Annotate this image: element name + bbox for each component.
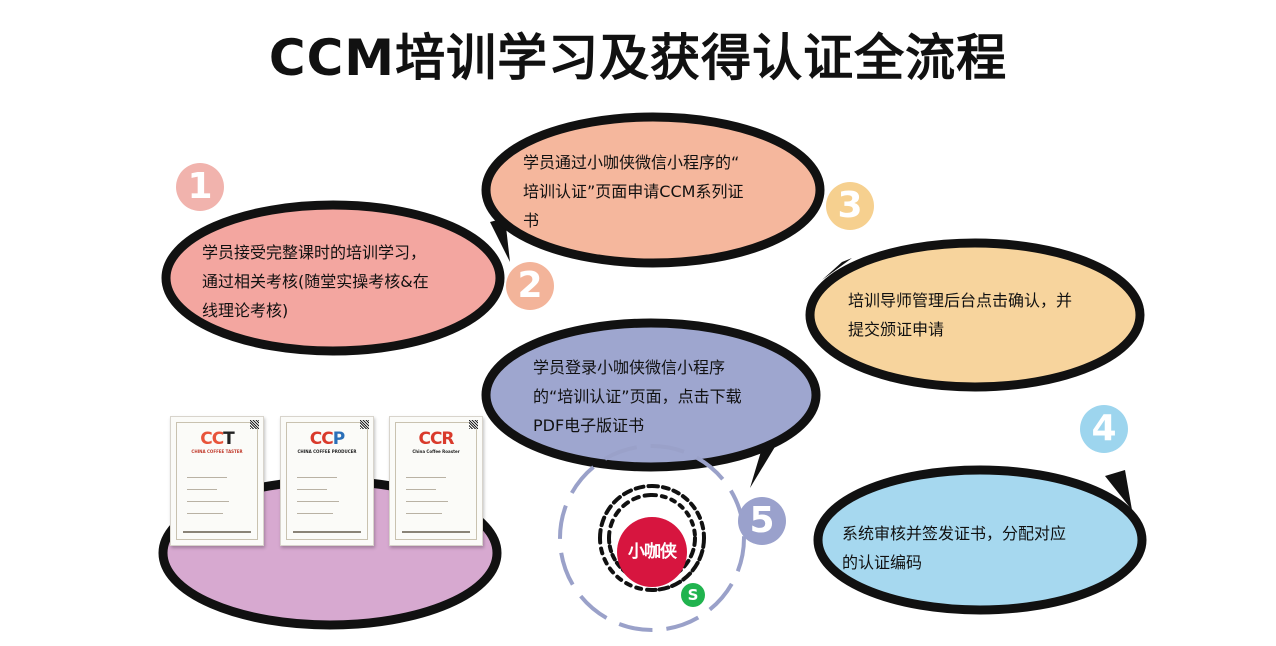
step-number-2: 2 [506,262,554,310]
certificate-cct: CCT CHINA COFFEE TASTER [170,416,264,546]
step-text-4: 系统审核并签发证书，分配对应 的认证编码 [842,524,1067,572]
bubble-3-tail [822,258,852,280]
certificate-ccp: CCP CHINA COFFEE PRODUCER [280,416,374,546]
cert-logo-main: CC [309,429,334,449]
step-number-4: 4 [1080,405,1128,453]
cert-logo-main: CC [200,429,224,449]
cert-subtitle: CHINA COFFEE PRODUCER [297,449,357,454]
bubble-5 [481,318,821,472]
certificate-ccr: CCR China Coffee Roaster [389,416,483,546]
step-number-5: 5 [738,497,786,545]
cert-qr-icon [250,420,259,429]
step-number-3: 3 [826,182,874,230]
bubble-1 [161,200,505,356]
step-number-1: 1 [176,163,224,211]
cert-qr-icon [469,420,478,429]
bubble-2 [481,112,825,268]
step-text-5: 学员登录小咖侠微信小程序 的“培训认证”页面，点击下载 PDF电子版证书 [533,358,742,435]
cert-logo-end: R [441,429,454,449]
cert-qr-icon [360,420,369,429]
cert-subtitle: CHINA COFFEE TASTER [191,449,243,454]
mini-program-ring [558,444,746,632]
step-text-2: 学员通过小咖侠微信小程序的“ 培训认证”页面申请CCM系列证 书 [523,153,744,230]
cert-subtitle: China Coffee Roaster [412,449,460,454]
bubble-3 [805,238,1145,392]
bubble-4-tail [1105,470,1132,510]
cert-logo-end: P [332,429,346,449]
wechat-mini-program-icon: S [681,583,705,607]
cert-logo-main: CC [418,429,442,449]
step-text-3: 培训导师管理后台点击确认，并 提交颁证申请 [848,291,1073,339]
page-title: CCM培训学习及获得认证全流程 [268,29,1008,87]
bubble-4 [813,465,1147,615]
mini-program-logo: 小咖侠 [617,517,687,587]
step-text-1: 学员接受完整课时的培训学习， 通过相关考核(随堂实操考核&在 线理论考核) [202,243,429,320]
cert-logo-end: T [223,429,235,449]
